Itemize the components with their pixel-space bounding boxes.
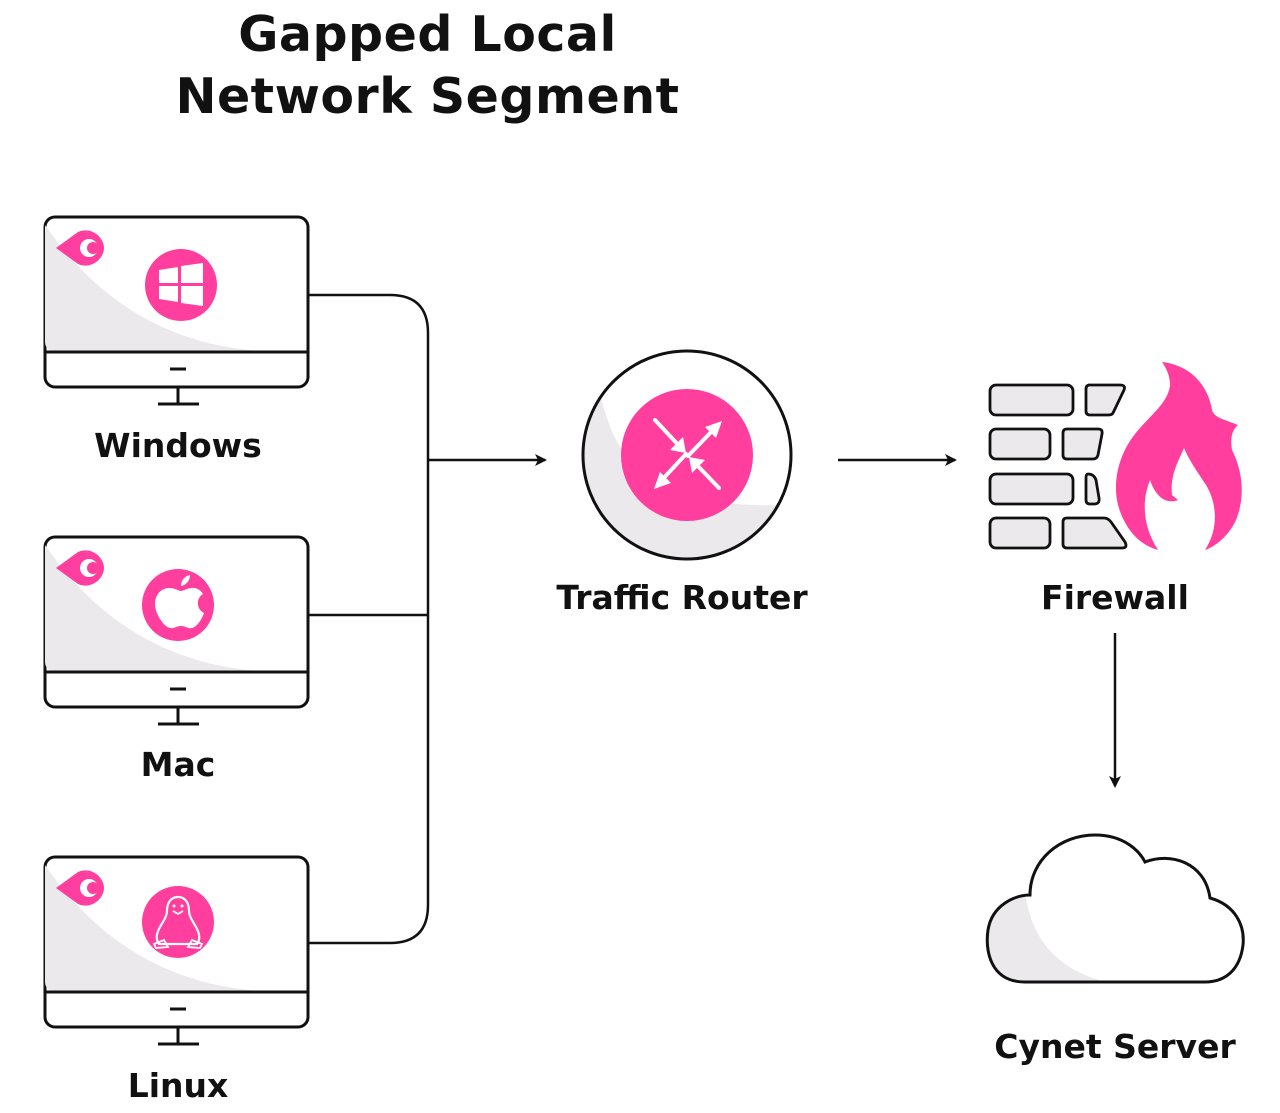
router-arrows-icon <box>621 389 753 521</box>
cynet-eye-icon <box>56 230 104 266</box>
computer-linux <box>43 855 310 1046</box>
title-line-2: Network Segment <box>175 68 680 125</box>
brick-wall-icon <box>988 383 1128 550</box>
label-firewall: Firewall <box>1041 578 1189 617</box>
cynet-eye-icon <box>56 870 104 906</box>
computer-mac <box>43 535 310 726</box>
cloud-icon <box>985 833 1245 984</box>
computer-windows <box>43 215 310 406</box>
label-linux: Linux <box>127 1066 229 1105</box>
cynet-server <box>985 833 1245 984</box>
firewall <box>988 362 1242 550</box>
cynet-eye-icon <box>56 550 104 586</box>
edge-windows-router <box>308 293 430 945</box>
apple-logo-icon <box>142 569 214 641</box>
label-cynet-server: Cynet Server <box>994 1027 1236 1066</box>
label-mac: Mac <box>140 745 216 784</box>
connector-lines <box>308 293 1121 945</box>
title-line-1: Gapped Local <box>238 6 617 63</box>
label-windows: Windows <box>94 426 262 465</box>
label-traffic-router: Traffic Router <box>556 578 808 617</box>
windows-logo-icon <box>145 249 217 321</box>
linux-penguin-icon <box>142 886 214 958</box>
traffic-router <box>581 349 793 561</box>
diagram-title: Gapped Local Network Segment <box>0 4 855 128</box>
firewall-flame-icon <box>1115 362 1242 550</box>
